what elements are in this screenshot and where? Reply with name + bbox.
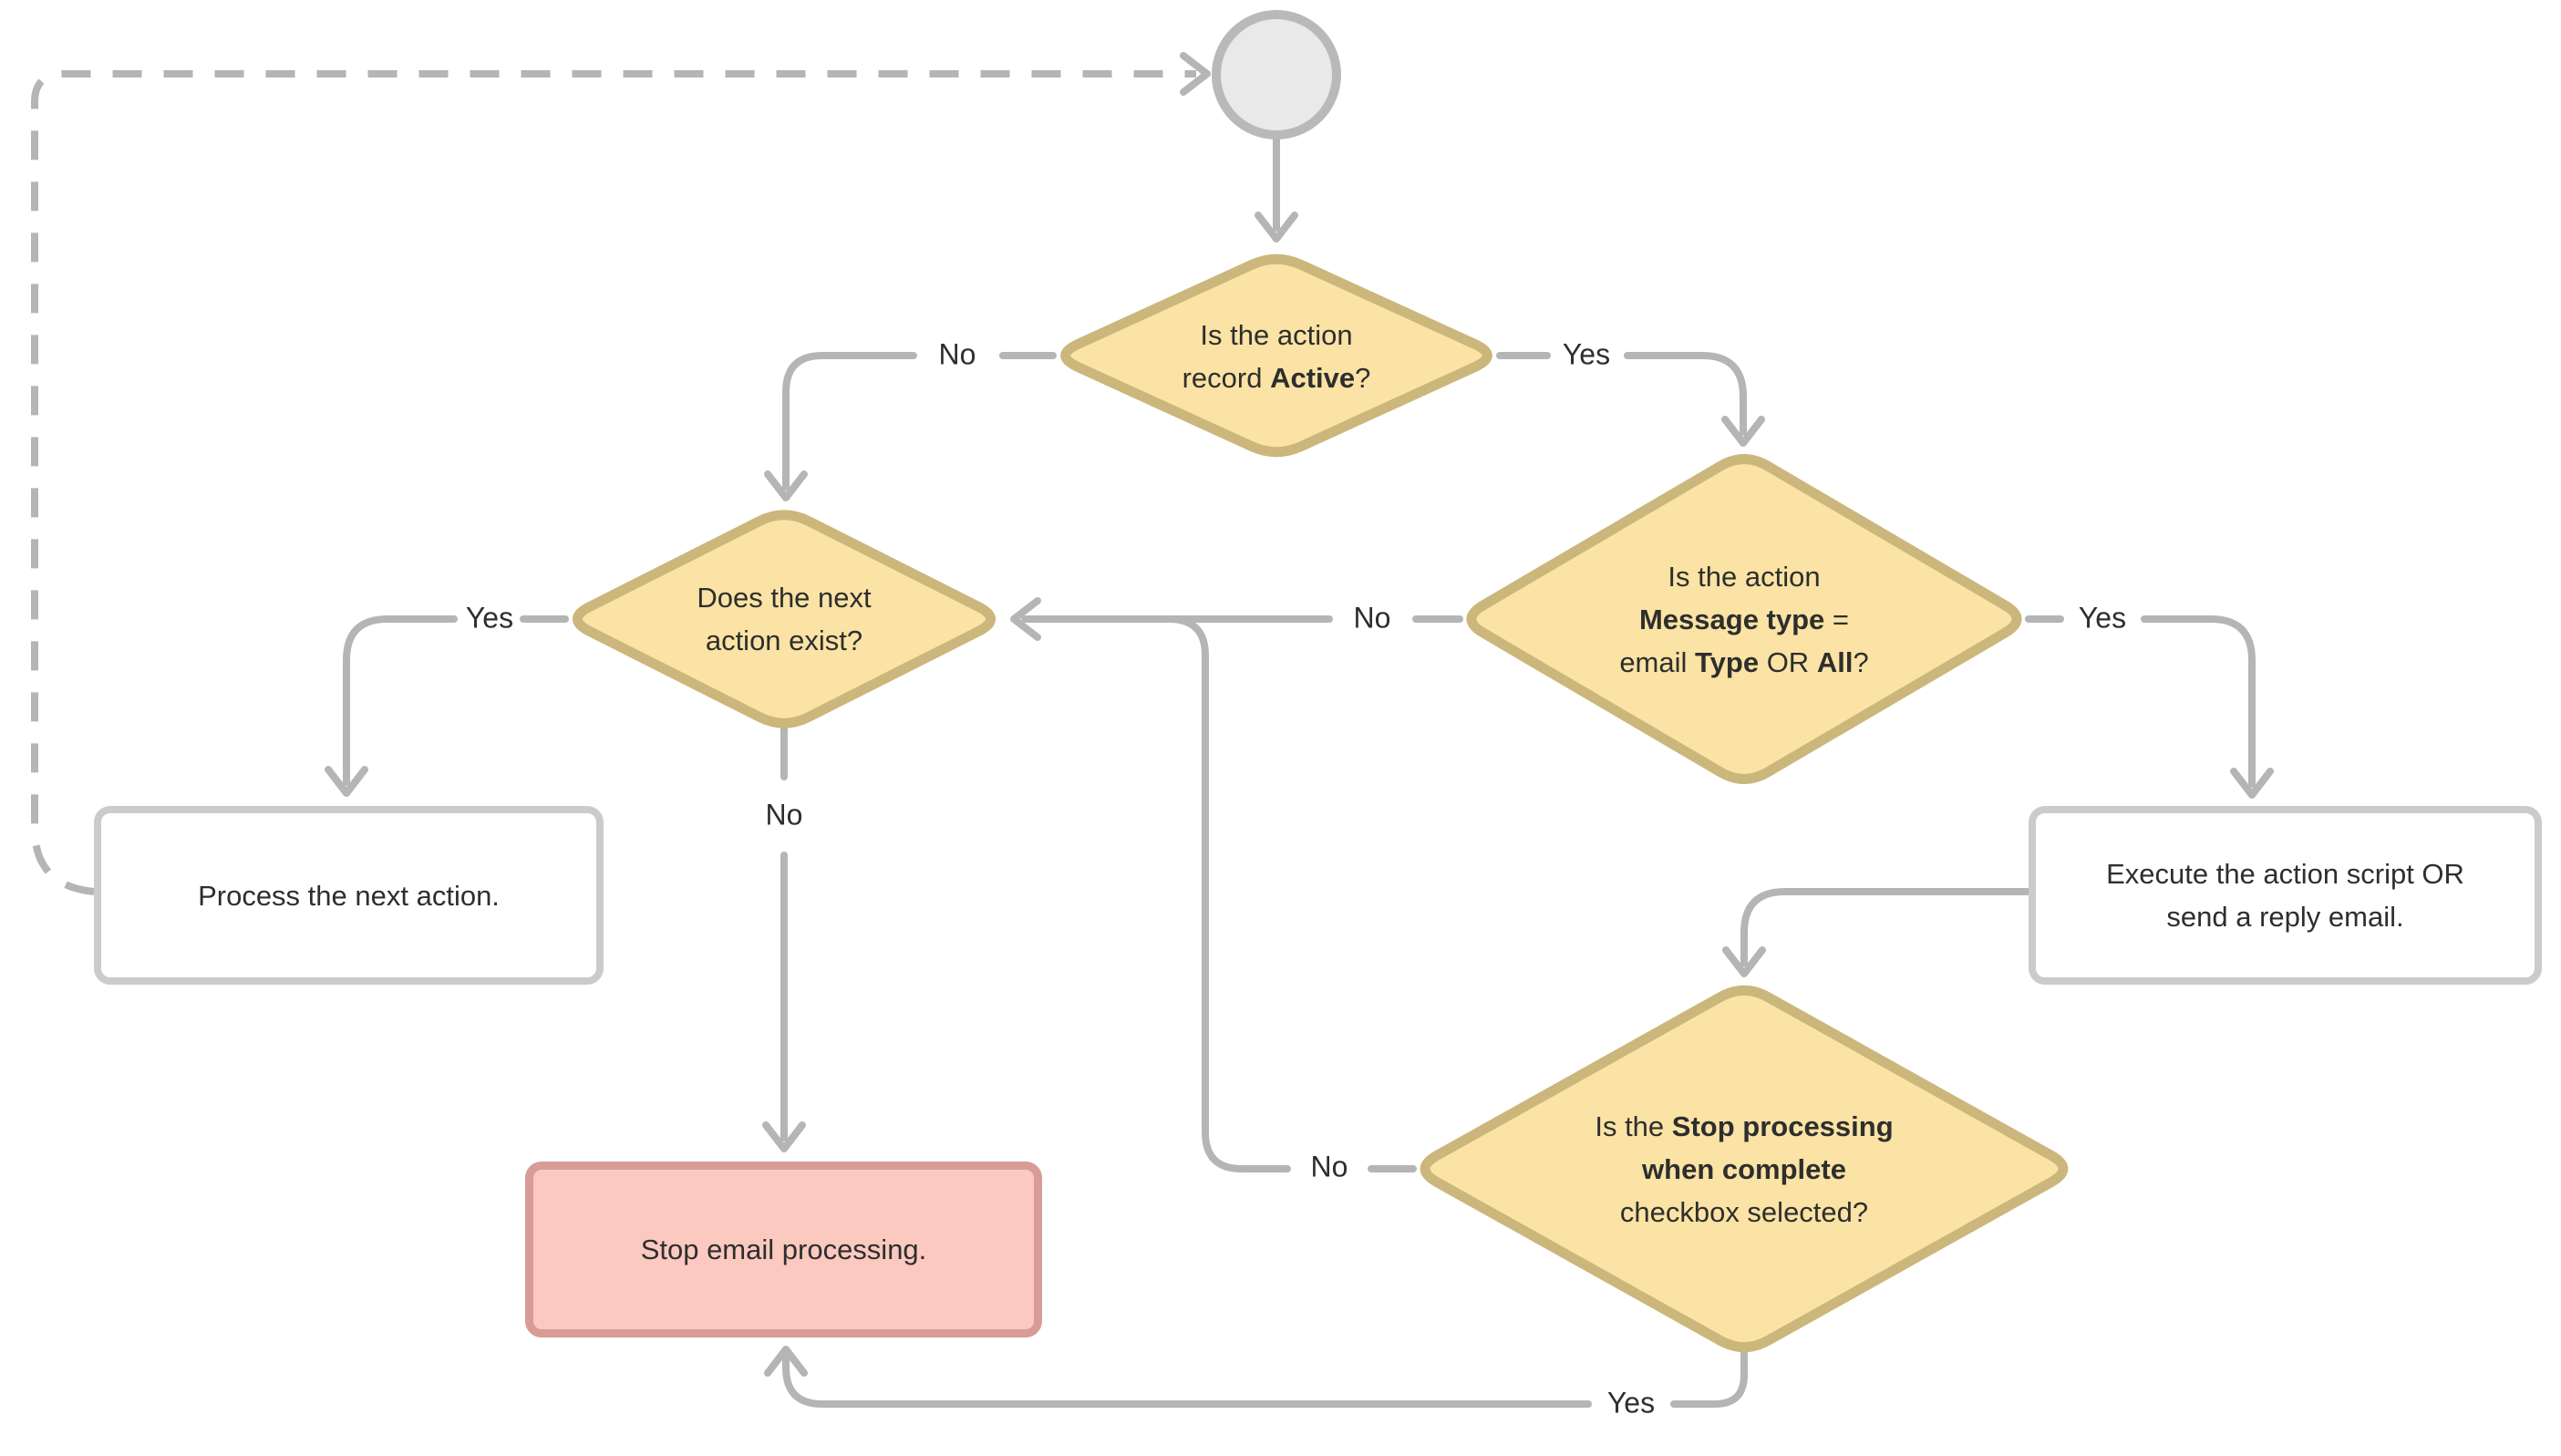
edge-stop-yes-seg1	[1670, 1350, 1748, 1408]
edge-label-message-yes: Yes	[2078, 601, 2127, 635]
arrowhead-down	[1722, 946, 1766, 977]
arrowhead-into-start	[1180, 52, 1211, 96]
start-node	[1212, 10, 1341, 139]
edge-label-active-no: No	[938, 337, 976, 371]
arrowhead-left	[1010, 597, 1041, 641]
edge-active-yes-seg2	[1624, 352, 1747, 436]
arrowhead-down	[764, 470, 808, 501]
decision-message-type-diamond	[1466, 454, 2022, 784]
decision-active-diamond	[1060, 253, 1492, 458]
edge-stop-no-seg2	[1136, 615, 1291, 1172]
decision-next-action-diamond	[573, 510, 996, 728]
edge-label-next-yes: Yes	[465, 601, 514, 635]
edge-active-no-seg2	[782, 352, 917, 490]
arrowhead-down	[1721, 416, 1765, 447]
arrowhead-down	[1255, 212, 1298, 243]
stop-email-processing-box: Stop email processing.	[525, 1162, 1042, 1337]
edge-loop-to-start	[31, 70, 1196, 895]
edge-message-yes-seg2	[2141, 615, 2256, 788]
edge-stop-yes-seg2	[782, 1355, 1592, 1408]
edge-label-next-no: No	[765, 798, 803, 831]
arrowhead-up	[764, 1346, 808, 1377]
edge-label-active-yes: Yes	[1562, 337, 1611, 371]
edge-label-stop-yes: Yes	[1606, 1386, 1656, 1420]
arrowhead-down	[762, 1121, 806, 1152]
edge-execute-to-stopdecision	[1740, 888, 2032, 966]
arrowhead-down	[325, 766, 368, 797]
edge-label-message-no: No	[1353, 601, 1391, 635]
process-next-action-label: Process the next action.	[198, 879, 500, 912]
edge-next-yes-seg2	[343, 615, 458, 786]
edge-label-stop-no: No	[1310, 1150, 1348, 1183]
decision-stop-when-complete-diamond	[1420, 985, 2069, 1353]
stop-email-processing-label: Stop email processing.	[640, 1234, 927, 1265]
arrowhead-down	[2230, 768, 2274, 799]
process-next-action-box: Process the next action.	[94, 806, 604, 985]
